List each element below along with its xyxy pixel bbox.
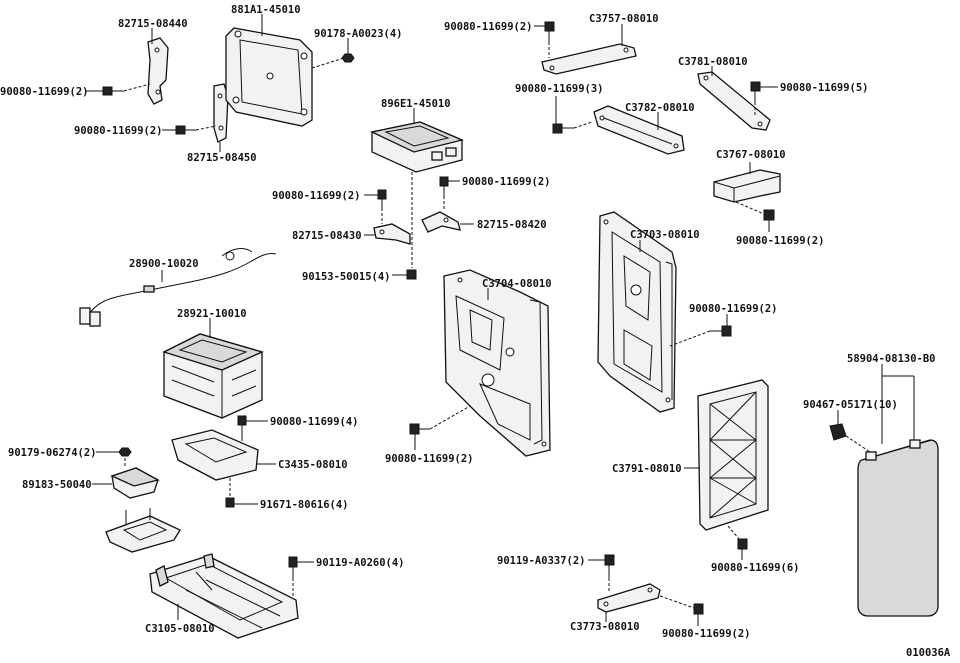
label-90153-50015-4: 90153-50015(4) bbox=[302, 271, 391, 283]
label-90080-11699-2-bottom-right: 90080-11699(2) bbox=[662, 628, 751, 640]
label-c3435-08010: C3435-08010 bbox=[278, 459, 348, 471]
bolt-icon bbox=[727, 525, 748, 550]
bolt-icon bbox=[750, 81, 761, 102]
label-90080-11699-2-r1: 90080-11699(2) bbox=[736, 235, 825, 247]
label-90080-11699-4: 90080-11699(4) bbox=[270, 416, 359, 428]
label-58904-08130-b0: 58904-08130-B0 bbox=[847, 353, 936, 365]
bracket-c3782-08010 bbox=[593, 105, 685, 155]
nut-icon bbox=[118, 447, 132, 457]
bolt-icon bbox=[225, 478, 235, 508]
label-881a1-45010: 881A1-45010 bbox=[231, 4, 301, 16]
clip-icon bbox=[829, 423, 847, 441]
cover-58904-08130-b0 bbox=[857, 439, 939, 617]
label-90119-a0260-4: 90119-A0260(4) bbox=[316, 557, 405, 569]
bracket-c3781-08010 bbox=[697, 71, 771, 131]
bolt-icon bbox=[439, 176, 449, 196]
label-c3773-08010: C3773-08010 bbox=[570, 621, 640, 633]
label-c3782-08010: C3782-08010 bbox=[625, 102, 695, 114]
bolt-icon bbox=[659, 595, 704, 615]
bolt-icon bbox=[409, 423, 430, 435]
label-90467-05171-10: 90467-05171(10) bbox=[803, 399, 898, 411]
bracket-82715-08420 bbox=[421, 211, 461, 233]
ecu-896e1-45010 bbox=[369, 121, 465, 173]
bracket-82715-08440 bbox=[147, 37, 169, 105]
label-90080-11699-2-r2: 90080-11699(2) bbox=[689, 303, 778, 315]
bolt-icon bbox=[377, 189, 387, 208]
bolt-icon bbox=[552, 123, 574, 134]
label-90179-06274-2: 90179-06274(2) bbox=[8, 447, 97, 459]
label-c3757-08010: C3757-08010 bbox=[589, 13, 659, 25]
label-89183-50040: 89183-50040 bbox=[22, 479, 92, 491]
bracket-c3757-08010 bbox=[541, 43, 637, 75]
label-90080-11699-6: 90080-11699(6) bbox=[711, 562, 800, 574]
sensor-bracket bbox=[105, 508, 181, 553]
label-896e1-45010: 896E1-45010 bbox=[381, 98, 451, 110]
bolt-icon bbox=[763, 209, 775, 232]
bolt-icon bbox=[406, 269, 417, 280]
label-28900-10020: 28900-10020 bbox=[129, 258, 199, 270]
bolt-icon bbox=[288, 556, 298, 578]
label-c3704-08010: C3704-08010 bbox=[482, 278, 552, 290]
bolt-icon bbox=[175, 125, 196, 135]
bolt-icon bbox=[544, 21, 555, 42]
label-90080-11699-2-b2: 90080-11699(2) bbox=[462, 176, 551, 188]
ecu-plate-881a1-45010 bbox=[225, 27, 313, 127]
battery-28921-10010 bbox=[162, 333, 264, 419]
label-82715-08440: 82715-08440 bbox=[118, 18, 188, 30]
cover-c3791-08010 bbox=[697, 379, 769, 531]
label-90080-11699-2-top: 90080-11699(2) bbox=[444, 21, 533, 33]
bolt-icon bbox=[237, 415, 247, 438]
label-90080-11699-2-b1: 90080-11699(2) bbox=[272, 190, 361, 202]
label-c3703-08010: C3703-08010 bbox=[630, 229, 700, 241]
bolt-icon bbox=[604, 554, 615, 578]
figure-code: 010036A bbox=[906, 647, 951, 659]
bracket-c3767-08010 bbox=[713, 169, 781, 203]
label-90080-11699-2-center: 90080-11699(2) bbox=[385, 453, 474, 465]
panel-c3703-08010 bbox=[597, 211, 677, 413]
carrier-c3105-08010 bbox=[149, 553, 299, 639]
panel-c3704-08010 bbox=[443, 269, 551, 457]
label-90080-11699-2-mid-left: 90080-11699(2) bbox=[74, 125, 163, 137]
label-90080-11699-2-top-left: 90080-11699(2) bbox=[0, 86, 89, 98]
label-90080-11699-5: 90080-11699(5) bbox=[780, 82, 869, 94]
tray-c3435-08010 bbox=[171, 429, 259, 481]
label-c3105-08010: C3105-08010 bbox=[145, 623, 215, 635]
bolt-icon bbox=[710, 325, 732, 337]
bolt-icon bbox=[102, 86, 124, 96]
label-c3791-08010: C3791-08010 bbox=[612, 463, 682, 475]
label-91671-80616-4: 91671-80616(4) bbox=[260, 499, 349, 511]
label-82715-08450: 82715-08450 bbox=[187, 152, 257, 164]
bracket-82715-08450 bbox=[213, 83, 229, 143]
label-c3781-08010: C3781-08010 bbox=[678, 56, 748, 68]
label-90119-a0337-2: 90119-A0337(2) bbox=[497, 555, 586, 567]
label-28921-10010: 28921-10010 bbox=[177, 308, 247, 320]
label-90080-11699-3: 90080-11699(3) bbox=[515, 83, 604, 95]
label-c3767-08010: C3767-08010 bbox=[716, 149, 786, 161]
nut-icon bbox=[341, 53, 355, 63]
label-82715-08420: 82715-08420 bbox=[477, 219, 547, 231]
sensor-89183-50040 bbox=[110, 467, 160, 499]
label-82715-08430: 82715-08430 bbox=[292, 230, 362, 242]
bracket-c3773-08010 bbox=[597, 583, 661, 613]
bracket-82715-08430 bbox=[373, 223, 411, 245]
label-90178-a0023-4: 90178-A0023(4) bbox=[314, 28, 403, 40]
wire-harness-28900-10020 bbox=[79, 248, 277, 327]
